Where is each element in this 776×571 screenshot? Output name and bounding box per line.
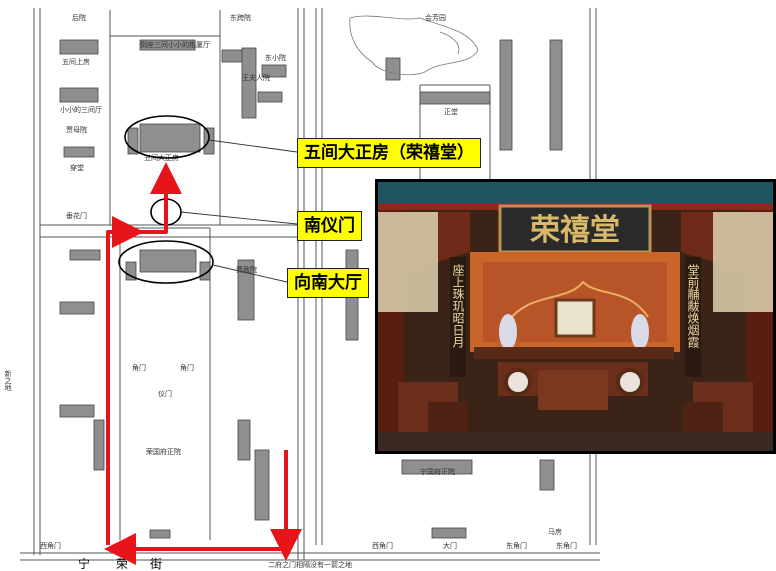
- label-dong-xiao-yuan: 东小院: [265, 53, 286, 62]
- callout-south-hall: 向南大厅: [287, 268, 369, 298]
- label-zhen-tang: 正堂: [444, 107, 458, 116]
- label-jiao-men-right: 角门: [180, 363, 194, 372]
- label-dong-kua-yuan: 东跨院: [230, 13, 251, 22]
- label-chui-hua-men: 垂花门: [66, 211, 87, 220]
- plaque-text: 荣禧堂: [530, 213, 620, 248]
- rongguo-buildings: [59, 39, 287, 539]
- garden: [349, 15, 479, 76]
- interior-illustration: 荣禧堂 座上珠玑昭日月 堂前黼黻焕烟霞: [378, 182, 773, 451]
- label-xi-jiao-men: 西角门: [372, 541, 393, 550]
- couplet-left: 座上珠玑昭日月: [451, 263, 465, 349]
- route-path: [104, 162, 302, 565]
- label-bottom-note: 二府之门相隔没有一箭之地: [268, 560, 352, 569]
- street-rong: 荣: [116, 557, 128, 571]
- label-da-men: 大门: [443, 541, 457, 550]
- ellipse-main-hall: [124, 115, 210, 159]
- label-wu-jian-shang-fang: 五间上房: [62, 57, 90, 66]
- label-ma-fang: 马房: [548, 527, 562, 536]
- leader-south-gate: [180, 211, 298, 225]
- label-jiao-men-left: 角门: [132, 363, 146, 372]
- label-baosha-ting: 倒座三间小小的抱厦厅: [140, 40, 210, 49]
- plaque: [498, 204, 652, 254]
- label-ningguo-zhengyuan: 宁国府正院: [420, 467, 455, 476]
- label-west-side: 新之地: [4, 369, 12, 391]
- callout-main-hall: 五间大正房（荣禧堂）: [297, 138, 481, 168]
- label-xiao-san-jian: 小小的三间厅: [60, 105, 102, 114]
- label-yi-men: 仪门: [158, 389, 172, 398]
- couplet-left-board: [450, 257, 466, 377]
- leader-lines: [180, 139, 298, 283]
- street-ning: 宁: [78, 556, 90, 571]
- street-jie: 街: [150, 557, 162, 571]
- label-xi-jiao-men-left: 西角门: [40, 541, 61, 550]
- label-jia-mu-yuan: 贾母院: [66, 125, 87, 134]
- label-hou-yuan: 后院: [72, 13, 86, 22]
- label-dong-jiao-men: 东角门: [506, 541, 527, 550]
- ellipse-south-hall: [118, 240, 214, 284]
- label-dong-jiao-men-right: 东角门: [556, 541, 577, 550]
- route-arrow-north: [106, 216, 144, 545]
- label-hui-fang-yuan: 会芳园: [425, 13, 446, 22]
- callout-south-gate: 南仪门: [297, 211, 362, 241]
- label-chuan-tang: 穿堂: [70, 163, 84, 172]
- couplet-right: 堂前黼黻焕烟霞: [686, 264, 700, 348]
- hall-interior-photo: 荣禧堂 座上珠玑昭日月 堂前黼黻焕烟霞: [375, 179, 776, 454]
- leader-main-hall: [208, 139, 298, 153]
- route-arrow-to-hall: [138, 162, 182, 234]
- label-wang-fu-ren: 王夫人院: [242, 73, 270, 82]
- leader-south-hall: [212, 264, 288, 283]
- couplet-right-board: [685, 257, 701, 377]
- label-rongguo-zhengyuan: 荣国府正院: [146, 447, 181, 456]
- label-jia-she-yuan: 贾赦院: [236, 265, 257, 274]
